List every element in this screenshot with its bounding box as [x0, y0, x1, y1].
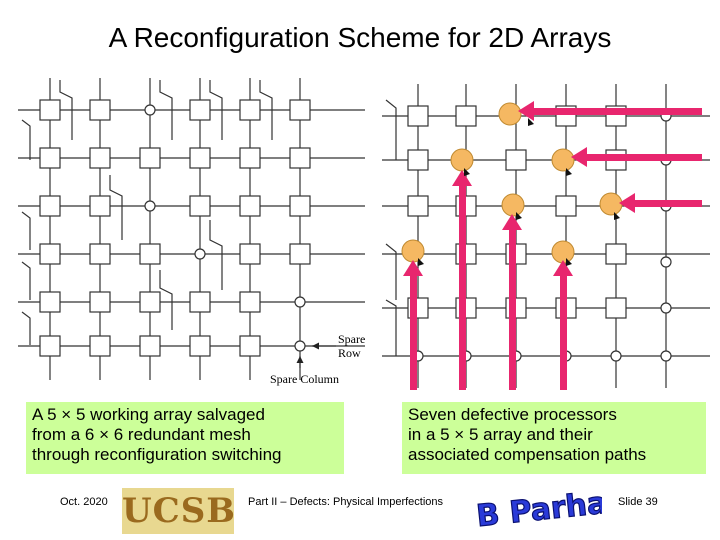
- footer-date: Oct. 2020: [60, 496, 108, 508]
- defective-processors: [401, 102, 623, 264]
- right-redundant-mesh: [382, 84, 710, 388]
- switch-markers: [418, 118, 620, 266]
- compensation-paths: [403, 101, 702, 390]
- svg-text:Row: Row: [338, 346, 361, 360]
- caption-right: Seven defective processors in a 5 × 5 ar…: [402, 402, 706, 474]
- svg-text:B Parhami: B Parhami: [475, 481, 602, 534]
- defect-node: [551, 240, 575, 264]
- defect-node: [551, 148, 575, 172]
- left-processor-cells: [39, 99, 311, 357]
- spare-labels: Spare Row Spare Column: [270, 332, 365, 386]
- defect-node: [501, 193, 525, 217]
- ucsb-logo-text: UCSB: [122, 491, 237, 531]
- caption-left: A 5 × 5 working array salvaged from a 6 …: [26, 402, 344, 474]
- ucsb-logo: UCSB: [122, 488, 237, 534]
- footer-center: Part II – Defects: Physical Imperfection…: [248, 496, 444, 508]
- defect-node: [498, 102, 522, 126]
- right-processor-cells: [407, 105, 672, 362]
- left-redundant-mesh: [18, 78, 365, 380]
- defect-node: [401, 239, 425, 263]
- spare-row-label: Spare: [338, 332, 365, 346]
- page-title: A Reconfiguration Scheme for 2D Arrays: [108, 22, 612, 53]
- spare-column-label: Spare Column: [270, 372, 339, 386]
- footer-slide-number: Slide 39: [618, 496, 658, 508]
- author-logo: B Parhami: [474, 481, 602, 535]
- defect-node: [599, 192, 623, 216]
- defect-node: [450, 148, 474, 172]
